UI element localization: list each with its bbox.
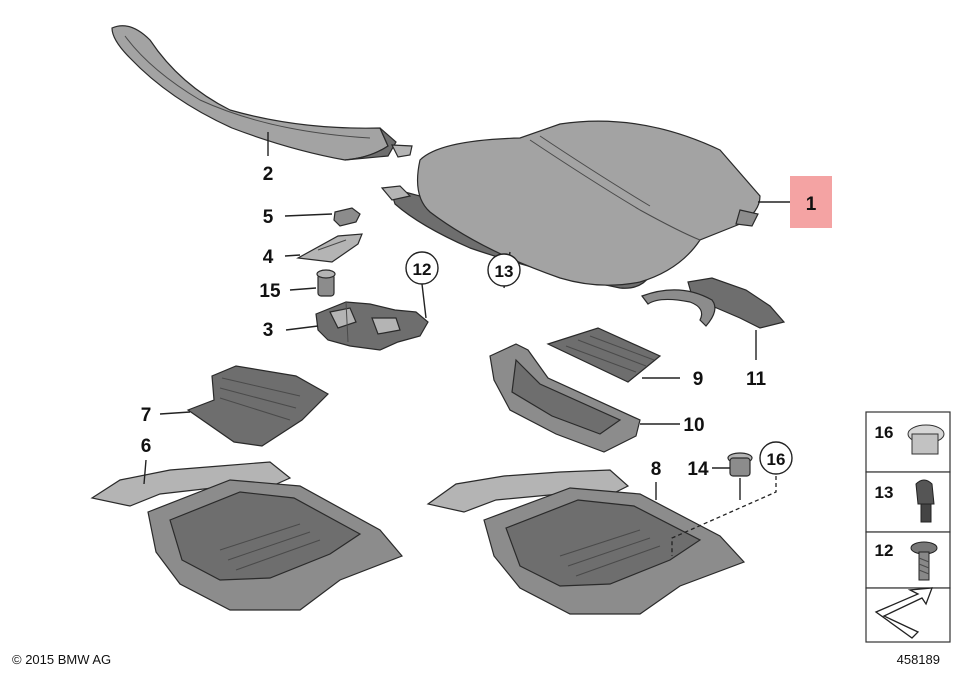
callout-3: 3	[263, 320, 274, 341]
callout-16: 16	[767, 450, 786, 469]
callout-7: 7	[141, 405, 152, 426]
highlight-box-part-1	[790, 176, 832, 228]
callout-11: 11	[746, 369, 767, 390]
callout-1: 1	[806, 194, 817, 215]
callout-labels: 1 2 5 4 15 3 12 13 9 11 10 7 6 8 14 16	[141, 164, 832, 480]
part-1-armrest-lid	[380, 120, 761, 289]
part-6-storage-box	[90, 461, 404, 611]
part-5-clip	[333, 207, 361, 227]
diagram-id: 458189	[897, 652, 940, 667]
part-3-latch	[315, 301, 429, 351]
callout-15: 15	[259, 281, 281, 302]
legend-label-13: 13	[875, 483, 894, 502]
part-8-storage-box	[426, 469, 746, 615]
fastener-legend: 16 13 12	[865, 411, 951, 643]
callout-14: 14	[687, 459, 709, 480]
leader-lines	[143, 132, 790, 556]
part-10-tray	[489, 343, 641, 453]
view-direction-arrow-icon	[874, 587, 933, 639]
callout-circle-13	[487, 253, 521, 287]
part-4-bracket	[296, 233, 363, 263]
callout-10: 10	[683, 415, 704, 436]
push-clip-icon	[915, 479, 935, 523]
callout-9: 9	[693, 369, 704, 390]
callout-5: 5	[263, 207, 274, 228]
part-11-hinge	[641, 277, 786, 329]
callout-13: 13	[495, 262, 514, 281]
callout-4: 4	[263, 247, 274, 268]
legend-label-12: 12	[875, 541, 894, 560]
part-15-bushing	[316, 269, 336, 297]
screw-icon	[910, 541, 938, 581]
callout-8: 8	[651, 459, 662, 480]
callout-circle-16	[759, 441, 793, 475]
callout-2: 2	[263, 164, 274, 185]
legend-label-16: 16	[875, 423, 894, 442]
callout-6: 6	[141, 436, 152, 457]
copyright-text: © 2015 BMW AG	[12, 652, 111, 667]
callout-12: 12	[413, 260, 432, 279]
part-14-grommet	[727, 452, 753, 477]
callout-circle-12	[405, 251, 439, 285]
legend-cell-13	[865, 471, 951, 533]
expanding-rivet-icon	[907, 424, 945, 455]
legend-cell-12	[865, 531, 951, 589]
part-2-trim-strip	[111, 25, 413, 161]
part-7-mat	[186, 365, 329, 447]
part-9-mat	[546, 327, 662, 383]
